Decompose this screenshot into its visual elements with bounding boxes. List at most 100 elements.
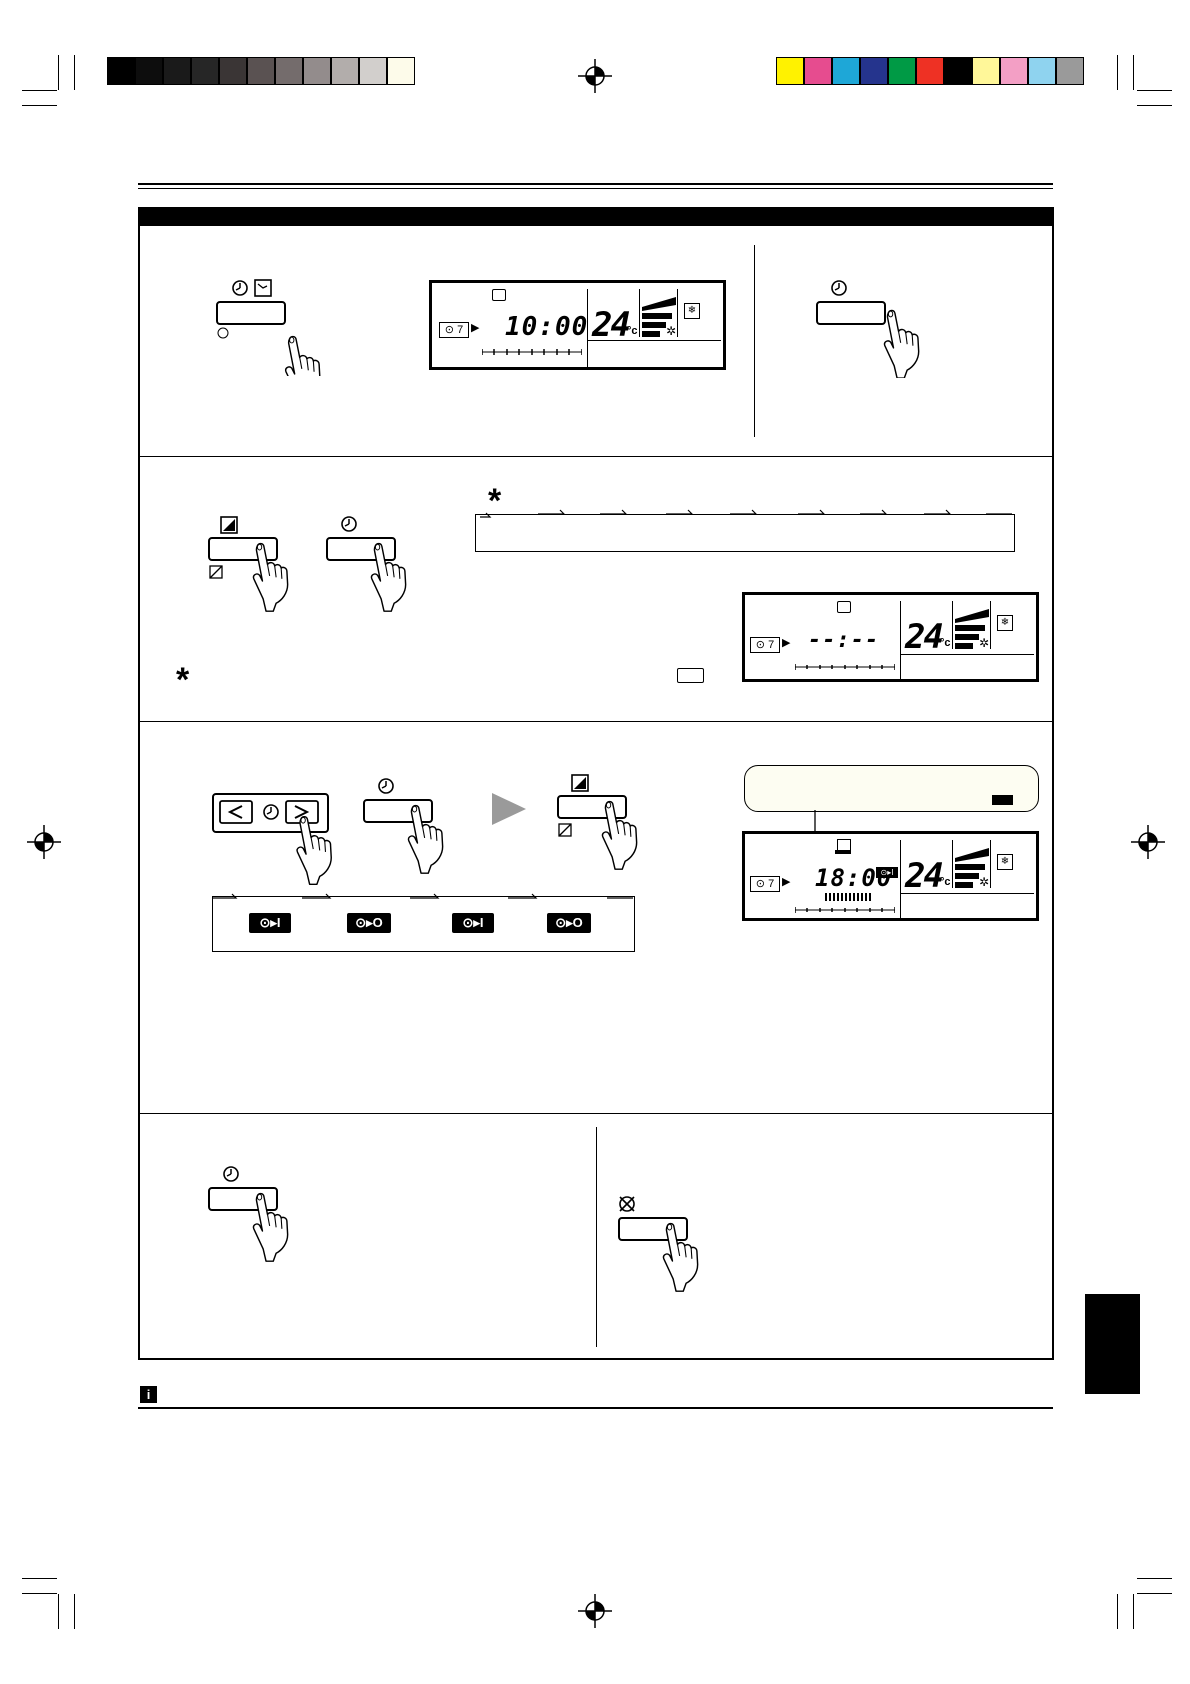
lcd3-on-timer-badge: ⊙▸I	[876, 867, 898, 878]
step2-small-indicator-box	[677, 668, 704, 683]
lcd3-baseline	[900, 893, 1034, 894]
lcd2-unit: °c	[940, 637, 951, 649]
step4-timer-button[interactable]	[207, 1164, 317, 1264]
gray-swatch	[135, 57, 163, 85]
footer-rule	[138, 1407, 1053, 1409]
header-rule	[138, 183, 1053, 185]
on-off-sequence-box	[212, 896, 635, 952]
lcd1-time: 10:00	[505, 312, 589, 342]
lcd3-day-pointer-icon: ▶	[782, 876, 791, 888]
on-off-sequence-arrows	[212, 893, 633, 899]
lcd2-day-pointer-icon: ▶	[782, 637, 791, 649]
lcd3-timer-bars	[825, 893, 871, 901]
lcd1-indicator-box	[492, 289, 506, 301]
step4-cancel-button[interactable]	[617, 1194, 727, 1294]
sequence-badge-off-2: ⊙▸O	[547, 913, 591, 933]
sequence-badge-on-2: ⊙▸I	[452, 913, 494, 933]
lcd2-divider-3	[990, 601, 991, 649]
lcd1-temperature: 24	[592, 305, 631, 345]
lcd-display-3: ⊙ 7 ▶ 18:00 ⊙▸I 24 °c ✲ ❄	[742, 831, 1039, 921]
play-arrow-icon	[492, 793, 526, 825]
color-swatch	[832, 57, 860, 85]
thumb-tab	[1085, 1294, 1140, 1394]
lcd3-divider-3	[990, 840, 991, 888]
svg-text:✲: ✲	[979, 636, 989, 649]
lcd2-timeline-scale	[795, 664, 895, 670]
lcd1-timeline-scale	[482, 349, 582, 355]
lcd2-cool-mode-icon: ❄	[997, 615, 1013, 631]
gray-swatch	[219, 57, 247, 85]
color-swatch	[1028, 57, 1056, 85]
gray-swatch	[359, 57, 387, 85]
lcd1-cool-mode-icon: ❄	[684, 303, 700, 319]
step2-asterisk-1: *	[488, 482, 502, 520]
svg-text:✲: ✲	[979, 875, 989, 888]
lcd-display-1: ⊙ 7 ▶ 10:00 24 °c ✲ ❄	[429, 280, 726, 370]
lcd1-day-pointer-icon: ▶	[471, 322, 480, 334]
step3-timer-button[interactable]	[362, 776, 472, 876]
gray-swatch	[275, 57, 303, 85]
step3-set-button[interactable]	[556, 772, 666, 872]
gray-swatch	[163, 57, 191, 85]
lcd3-temperature: 24	[905, 856, 944, 896]
svg-text:✲: ✲	[666, 324, 676, 337]
lcd1-divider-3	[677, 289, 678, 337]
step-divider-2	[140, 721, 1052, 722]
step3-callout-marker	[992, 795, 1013, 805]
step-1-vertical-divider	[754, 245, 755, 437]
lcd2-day-chip: ⊙ 7	[750, 637, 780, 653]
lcd1-divider-2	[639, 289, 640, 337]
lcd2-indicator-box	[837, 601, 851, 613]
gray-swatch	[387, 57, 415, 85]
gray-swatch	[247, 57, 275, 85]
lcd3-timeline-scale	[795, 907, 895, 913]
lcd3-fan-speed-icon: ✲	[955, 848, 989, 888]
gray-swatch	[303, 57, 331, 85]
sequence-badge-off-1: ⊙▸O	[347, 913, 391, 933]
step-divider-3	[140, 1113, 1052, 1114]
step2-timer-button[interactable]	[325, 514, 435, 614]
lcd1-unit: °c	[627, 325, 638, 337]
color-swatch	[1000, 57, 1028, 85]
lcd2-temperature: 24	[905, 617, 944, 657]
gray-swatch	[107, 57, 135, 85]
lcd3-day-chip: ⊙ 7	[750, 876, 780, 892]
section-title-bar	[138, 207, 1054, 228]
lcd2-divider	[900, 601, 901, 679]
step2-set-button[interactable]	[207, 514, 317, 614]
color-swatch	[804, 57, 832, 85]
step3-callout-box	[744, 765, 1039, 812]
step1-timer-program-button[interactable]	[214, 276, 324, 376]
lcd2-fan-speed-icon: ✲	[955, 609, 989, 649]
color-swatch	[1056, 57, 1084, 85]
color-swatch	[972, 57, 1000, 85]
color-swatch	[916, 57, 944, 85]
lcd1-divider	[587, 289, 588, 367]
step3-day-selector-buttons[interactable]	[211, 790, 361, 890]
day-sequence-arrows	[480, 509, 1012, 518]
step2-asterisk-2: *	[176, 661, 190, 699]
header-rule-thin	[138, 188, 1053, 189]
lcd2-divider-2	[952, 601, 953, 649]
color-swatch	[888, 57, 916, 85]
gray-swatch	[331, 57, 359, 85]
lcd3-divider-2	[952, 840, 953, 888]
sequence-badge-on-1: ⊙▸I	[249, 913, 291, 933]
info-icon: i	[140, 1386, 157, 1403]
lcd1-fan-speed-icon: ✲	[642, 297, 676, 337]
lcd3-indicator-bar	[835, 850, 851, 854]
lcd3-unit: °c	[940, 876, 951, 888]
color-swatch	[776, 57, 804, 85]
lcd2-baseline	[900, 654, 1034, 655]
lcd3-divider	[900, 840, 901, 918]
step1-timer-button[interactable]	[815, 278, 925, 378]
lcd2-time: --:--	[808, 628, 880, 653]
lcd3-cool-mode-icon: ❄	[997, 854, 1013, 870]
step-divider-1	[140, 456, 1052, 457]
lcd1-baseline	[587, 340, 721, 341]
step-4-vertical-divider	[596, 1127, 597, 1347]
color-swatch	[944, 57, 972, 85]
color-swatch	[860, 57, 888, 85]
lcd-display-2: ⊙ 7 ▶ --:-- 24 °c ✲ ❄	[742, 592, 1039, 682]
